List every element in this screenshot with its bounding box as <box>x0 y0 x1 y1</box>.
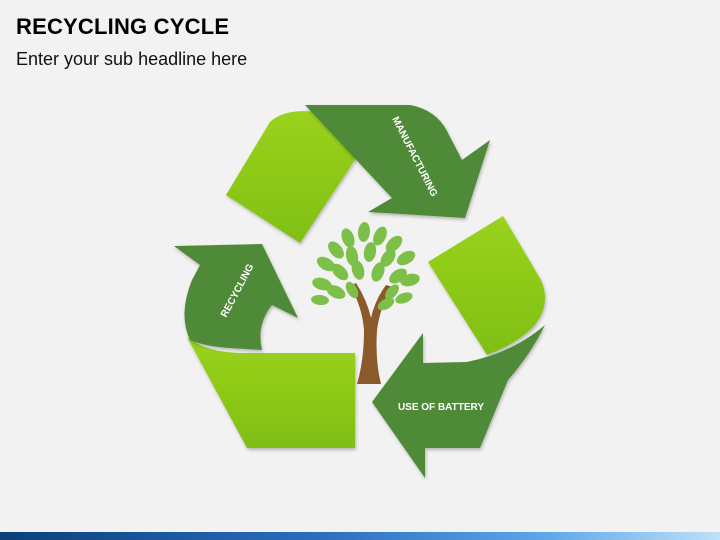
segment-top-left <box>226 111 360 243</box>
leaf <box>380 249 396 267</box>
page-subtitle: Enter your sub headline here <box>16 49 248 69</box>
page-title: RECYCLING CYCLE <box>16 14 230 39</box>
leaf <box>385 235 403 253</box>
arrow-recycling <box>174 244 298 350</box>
leaf <box>311 294 329 306</box>
leaf <box>326 285 346 299</box>
segment-right <box>428 216 546 355</box>
leaf <box>377 297 395 311</box>
leaf <box>373 226 387 246</box>
leaf <box>371 262 385 282</box>
arrow-manufacturing <box>305 105 490 218</box>
tree-icon <box>311 222 420 384</box>
leaf <box>328 241 344 259</box>
tree-trunk <box>350 283 393 384</box>
leaf <box>331 263 349 281</box>
segment-bottom-left <box>187 337 355 448</box>
leaf <box>345 281 359 299</box>
leaf <box>385 284 399 300</box>
leaf <box>396 250 416 266</box>
leaf <box>341 228 355 248</box>
leaf <box>357 222 371 242</box>
leaf <box>395 292 413 304</box>
arrow-use-of-battery <box>372 325 545 478</box>
stage-label-use-of-battery: USE OF BATTERY <box>398 402 484 413</box>
leaf <box>316 256 336 272</box>
leaf <box>400 273 420 287</box>
leaf <box>363 242 377 262</box>
footer-bar <box>0 532 720 540</box>
leaf <box>312 277 332 291</box>
leaf <box>351 260 365 280</box>
